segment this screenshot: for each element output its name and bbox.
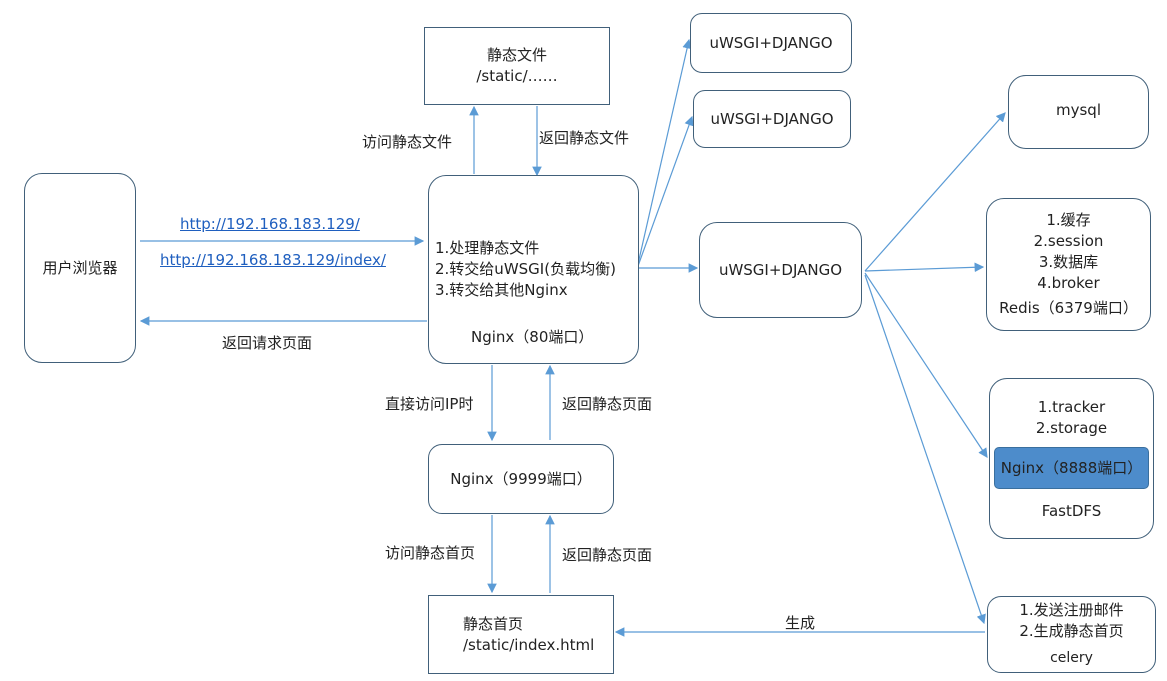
fastdfs-nginx-box: Nginx（8888端口） — [994, 447, 1149, 489]
uwsgi-title: uWSGI+DJANGO — [709, 33, 833, 52]
uwsgi-node-3: uWSGI+DJANGO — [699, 222, 862, 318]
arrow-uwsgi-to-fastdfs — [864, 272, 988, 459]
static-index-node: 静态首页 /static/index.html — [428, 595, 614, 674]
uwsgi-node-1: uWSGI+DJANGO — [690, 13, 852, 73]
static-index-path: /static/index.html — [463, 635, 595, 654]
browser-node: 用户浏览器 — [24, 173, 136, 363]
browser-title: 用户浏览器 — [42, 258, 118, 277]
uwsgi-title: uWSGI+DJANGO — [710, 109, 834, 128]
nginx80-line: 2.转交给uWSGI(负载均衡) — [435, 260, 616, 278]
celery-title: celery — [1050, 650, 1093, 666]
fastdfs-title: FastDFS — [1041, 502, 1102, 520]
label-return-static-page-2: 返回静态页面 — [562, 546, 653, 564]
label-return-static: 返回静态文件 — [539, 129, 630, 147]
redis-line: 2.session — [1033, 232, 1104, 250]
redis-line: 3.数据库 — [1038, 253, 1099, 271]
fastdfs-node: 1.tracker 2.storage Nginx（8888端口） FastDF… — [989, 378, 1154, 539]
redis-line: 1.缓存 — [1046, 211, 1091, 229]
url-link-root[interactable]: http://192.168.183.129/ — [180, 215, 360, 233]
label-visit-static: 访问静态文件 — [362, 133, 453, 151]
nginx9999-node: Nginx（9999端口） — [428, 444, 614, 514]
label-return-page: 返回请求页面 — [222, 334, 313, 352]
uwsgi-node-2: uWSGI+DJANGO — [693, 90, 851, 148]
redis-line: 4.broker — [1037, 274, 1100, 292]
arrow-nginx-to-uwsgi1 — [637, 38, 692, 265]
fastdfs-nginx-label: Nginx（8888端口） — [1000, 458, 1143, 477]
redis-node: 1.缓存 2.session 3.数据库 4.broker Redis（6379… — [986, 198, 1151, 331]
fastdfs-line: 1.tracker — [1037, 398, 1106, 416]
mysql-node: mysql — [1008, 75, 1149, 149]
uwsgi-title: uWSGI+DJANGO — [718, 260, 843, 279]
label-visit-index: 访问静态首页 — [385, 544, 476, 562]
nginx80-node: 1.处理静态文件 2.转交给uWSGI(负载均衡) 3.转交给其他Nginx N… — [428, 175, 639, 364]
celery-node: 1.发送注册邮件 2.生成静态首页 celery — [987, 596, 1156, 673]
fastdfs-line: 2.storage — [1035, 419, 1108, 437]
nginx80-title: Nginx（80端口） — [471, 328, 594, 346]
static-index-title: 静态首页 — [463, 614, 524, 633]
static-files-path: /static/…… — [476, 67, 558, 85]
label-return-static-page-1: 返回静态页面 — [562, 395, 653, 413]
label-generate: 生成 — [785, 614, 816, 632]
celery-line: 2.生成静态首页 — [1019, 622, 1124, 640]
arrow-uwsgi-to-mysql — [864, 112, 1006, 272]
label-direct-ip: 直接访问IP时 — [385, 395, 474, 413]
arrow-uwsgi-to-celery — [864, 274, 986, 625]
arrow-uwsgi-to-redis — [864, 262, 985, 273]
celery-line: 1.发送注册邮件 — [1019, 601, 1124, 619]
mysql-title: mysql — [1056, 101, 1101, 119]
static-files-node: 静态文件 /static/…… — [424, 27, 610, 105]
arrow-nginx-to-uwsgi2 — [637, 115, 694, 267]
static-files-title: 静态文件 — [486, 46, 547, 64]
nginx9999-title: Nginx（9999端口） — [450, 469, 592, 488]
url-link-index[interactable]: http://192.168.183.129/index/ — [160, 251, 386, 269]
nginx80-line: 1.处理静态文件 — [435, 239, 540, 257]
redis-title: Redis（6379端口） — [999, 299, 1138, 317]
nginx80-line: 3.转交给其他Nginx — [435, 281, 568, 299]
